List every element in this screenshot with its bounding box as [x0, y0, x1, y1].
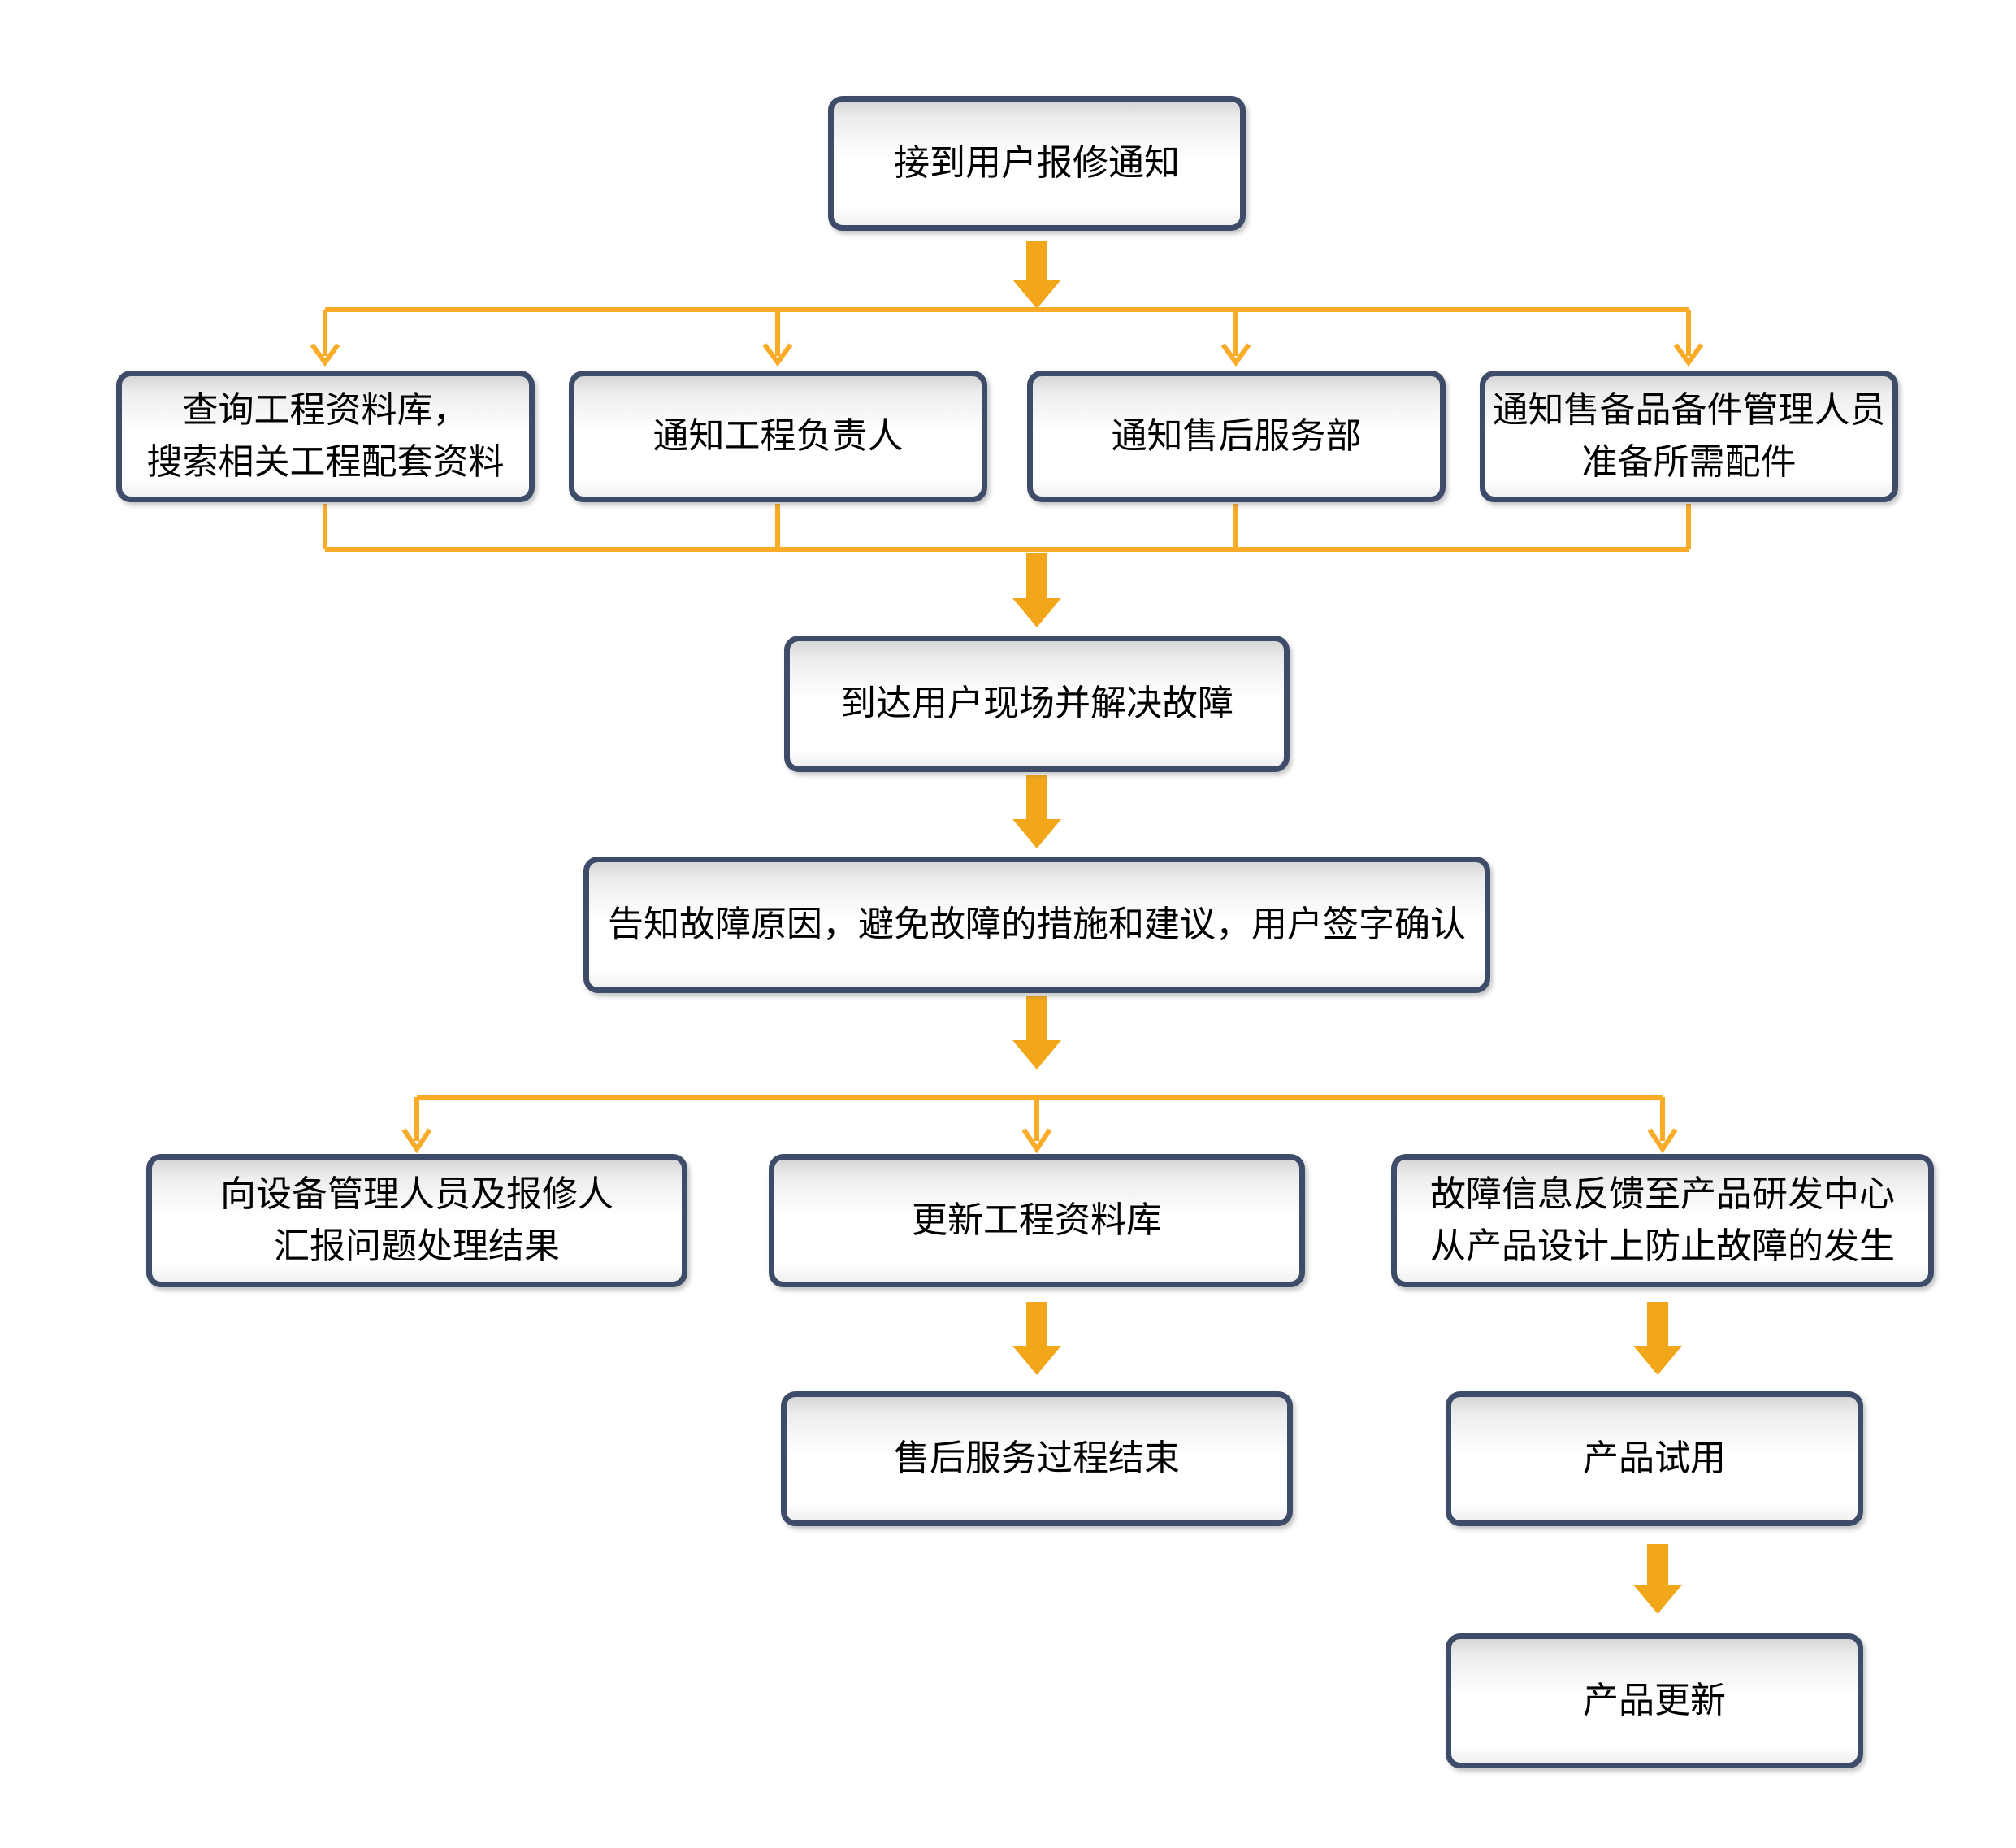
node-label: 向设备管理人员及报修人 [220, 1174, 613, 1215]
node-label: 从产品设计上防止故障的发生 [1430, 1226, 1895, 1266]
node-service-end: 售后服务过程结束 [781, 1391, 1293, 1526]
down-arrow-icon [1633, 1544, 1682, 1614]
node-report-result: 向设备管理人员及报修人 汇报问题处理结果 [146, 1154, 687, 1287]
arrowhead-chevron-icon [1220, 343, 1251, 367]
node-update-archive: 更新工程资料库 [769, 1154, 1305, 1287]
node-label: 接到用户报修通知 [894, 143, 1180, 184]
arrowhead-chevron-icon [401, 1128, 432, 1154]
down-arrow-icon [1012, 553, 1061, 627]
down-arrow-icon [1633, 1302, 1682, 1375]
node-label: 告知故障原因，避免故障的措施和建议，用户签字确认 [608, 904, 1466, 945]
split2-stubs [414, 1097, 1665, 1141]
split-one-to-four-connector [310, 307, 1704, 367]
node-feedback-rd: 故障信息反馈至产品研发中心 从产品设计上防止故障的发生 [1391, 1154, 1934, 1287]
down-arrow-icon [1012, 241, 1061, 309]
node-label: 到达用户现场并解决故障 [840, 683, 1233, 724]
split-one-to-three-connector [401, 1095, 1678, 1154]
node-arrive-and-fix: 到达用户现场并解决故障 [784, 636, 1290, 772]
node-label: 准备所需配件 [1581, 442, 1797, 482]
node-product-trial: 产品试用 [1446, 1391, 1863, 1526]
node-label: 更新工程资料库 [912, 1200, 1162, 1241]
down-arrow-icon [1012, 996, 1061, 1069]
node-inform-and-sign: 告知故障原因，避免故障的措施和建议，用户签字确认 [583, 857, 1490, 993]
node-label: 汇报问题处理结果 [274, 1226, 560, 1266]
node-label: 通知工程负责人 [652, 416, 904, 457]
arrowhead-chevron-icon [1647, 1128, 1678, 1154]
arrowhead-chevron-icon [762, 343, 793, 367]
node-label: 查询工程资料库， [182, 390, 469, 431]
down-arrow-icon [1012, 1302, 1061, 1375]
node-label: 故障信息反馈至产品研发中心 [1430, 1174, 1895, 1215]
down-arrow-icon [1012, 775, 1061, 848]
arrowhead-chevron-icon [1673, 343, 1704, 367]
node-label: 售后服务过程结束 [894, 1438, 1180, 1479]
merge-four-to-one-connector [323, 504, 1691, 552]
arrowhead-chevron-icon [1021, 1128, 1052, 1154]
arrowhead-chevron-icon [310, 343, 340, 367]
node-notify-after-sales: 通知售后服务部 [1027, 371, 1446, 502]
node-label: 产品试用 [1583, 1438, 1726, 1479]
merge-stubs [323, 504, 1691, 549]
node-label: 搜索相关工程配套资料 [146, 442, 505, 482]
node-label: 通知售后服务部 [1111, 416, 1362, 457]
node-notify-spare-parts: 通知售备品备件管理人员 准备所需配件 [1480, 371, 1898, 502]
split1-stubs [323, 310, 1691, 356]
node-receive-notice: 接到用户报修通知 [828, 96, 1246, 231]
node-label: 产品更新 [1583, 1681, 1726, 1721]
node-query-archive: 查询工程资料库， 搜索相关工程配套资料 [116, 371, 535, 502]
node-notify-engineer: 通知工程负责人 [569, 371, 987, 502]
node-product-update: 产品更新 [1446, 1633, 1863, 1768]
node-label: 通知售备品备件管理人员 [1492, 390, 1886, 431]
